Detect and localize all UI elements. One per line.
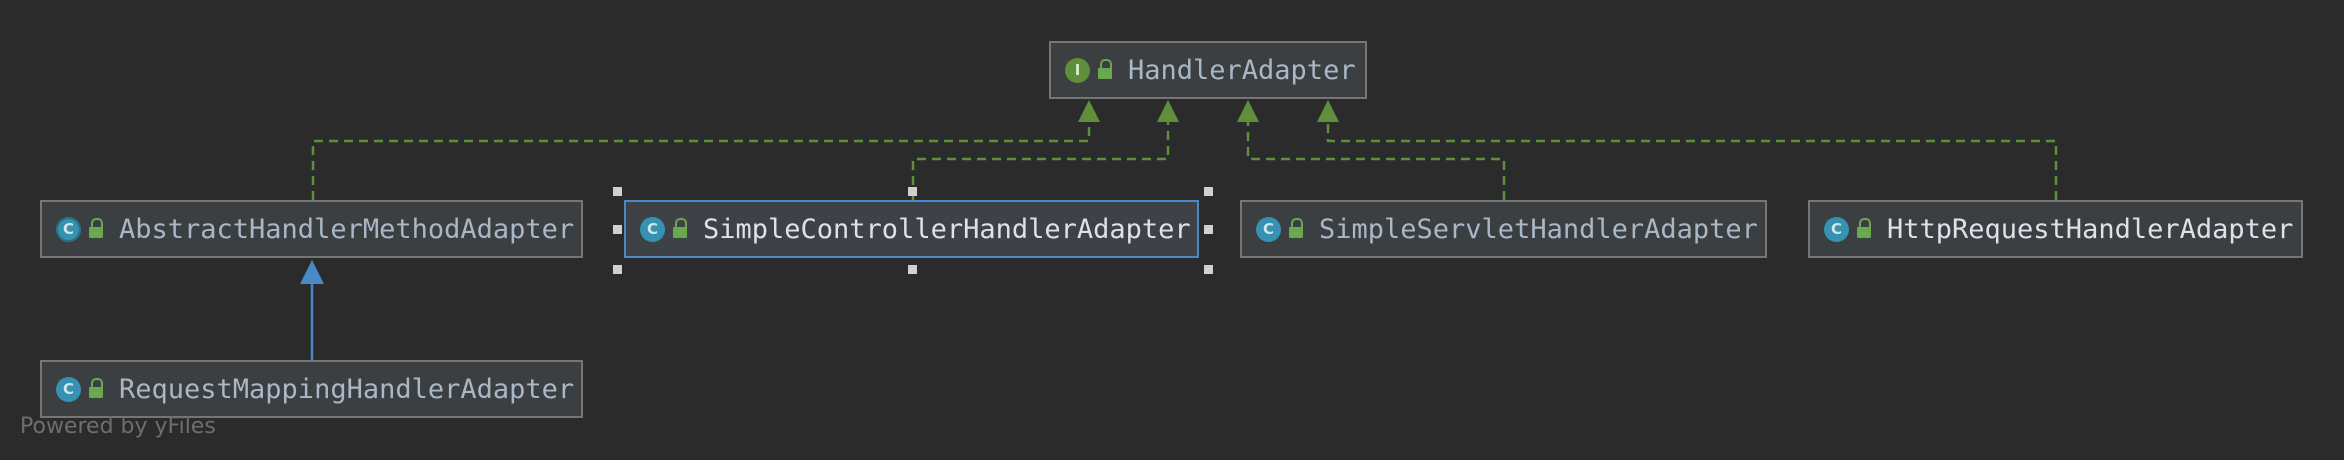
interface-icon: I [1065,57,1090,83]
node-label: SimpleControllerHandlerAdapter [703,213,1191,245]
unlock-icon [1855,218,1873,240]
selection-handle-top-left[interactable] [613,187,622,196]
node-simple-controller-handler-adapter[interactable]: C SimpleControllerHandlerAdapter [624,200,1199,258]
edge-arrow-2 [1157,100,1179,122]
node-label: HandlerAdapter [1128,54,1356,86]
node-abstract-handler-method-adapter[interactable]: C AbstractHandlerMethodAdapter [40,200,583,258]
selection-handle-middle-left[interactable] [613,225,622,234]
class-icon: C [1256,216,1281,242]
powered-by-label: Powered by yFiles [20,414,216,439]
selection-handle-bottom-right[interactable] [1204,265,1213,274]
edge-arrow-1 [1078,100,1100,122]
class-icon: C [640,216,665,242]
edge-arrow-5 [300,260,324,284]
node-label: HttpRequestHandlerAdapter [1887,213,2294,245]
class-icon: C [1824,216,1849,242]
node-label: AbstractHandlerMethodAdapter [119,213,575,245]
edge-http-request-to-handler-adapter [1326,118,2058,200]
node-http-request-handler-adapter[interactable]: C HttpRequestHandlerAdapter [1808,200,2303,258]
node-label: RequestMappingHandlerAdapter [119,373,575,405]
node-label: SimpleServletHandlerAdapter [1319,213,1758,245]
edge-arrow-4 [1317,100,1339,122]
unlock-icon [1096,59,1114,81]
node-simple-servlet-handler-adapter[interactable]: C SimpleServletHandlerAdapter [1240,200,1767,258]
node-handler-adapter[interactable]: I HandlerAdapter [1049,41,1367,99]
unlock-icon [671,218,689,240]
selection-handle-top-right[interactable] [1204,187,1213,196]
unlock-icon [87,378,105,400]
selection-handle-bottom-left[interactable] [613,265,622,274]
abstract-class-icon: C [56,216,81,242]
selection-handle-bottom-middle[interactable] [908,265,917,274]
unlock-icon [1287,218,1305,240]
edge-arrow-3 [1237,100,1259,122]
selection-handle-middle-right[interactable] [1204,225,1213,234]
edge-simple-controller-to-handler-adapter [911,118,1170,200]
selection-handle-top-middle[interactable] [908,187,917,196]
edge-abstract-to-handler-adapter [311,118,1091,200]
node-request-mapping-handler-adapter[interactable]: C RequestMappingHandlerAdapter [40,360,583,418]
class-icon: C [56,376,81,402]
edge-simple-servlet-to-handler-adapter [1246,118,1506,200]
unlock-icon [87,218,105,240]
